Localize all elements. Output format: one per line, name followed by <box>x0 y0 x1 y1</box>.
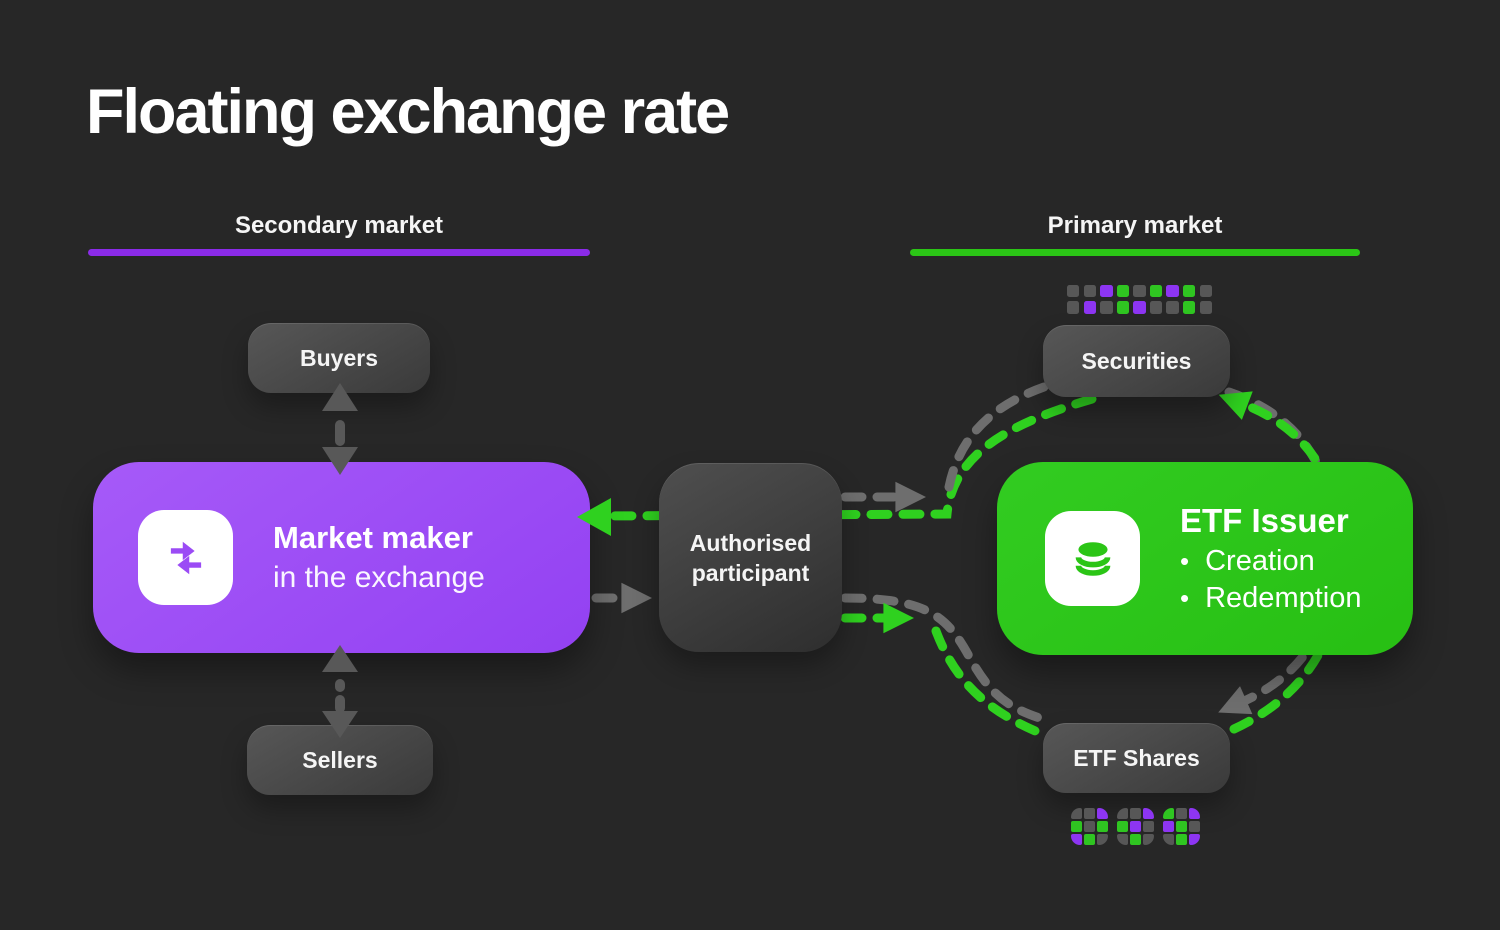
path-participant-to-etfshares-curve <box>931 626 1045 738</box>
pixel-cell <box>1116 301 1130 314</box>
pixel-cell <box>1129 833 1142 845</box>
pixel-cell <box>1071 820 1083 833</box>
pixel-cell <box>1142 808 1154 820</box>
arrow-sellers-marketmaker <box>322 645 358 738</box>
etf-issuer-bullet-label: Creation <box>1205 544 1315 577</box>
etf-issuer-title: ETF Issuer <box>1180 501 1349 539</box>
secondary-market-label: Secondary market <box>234 212 444 239</box>
securities-pixel-strip <box>1067 285 1213 317</box>
buyers-label: Buyers <box>300 344 378 371</box>
pixel-cell <box>1083 285 1096 298</box>
pixel-cell <box>1133 301 1146 314</box>
section-secondary-market: Secondary market <box>88 212 590 256</box>
node-authorised-participant: Authorised participant <box>659 463 842 652</box>
node-etf-shares: ETF Shares <box>1043 723 1230 793</box>
pixel-cell <box>1183 301 1196 314</box>
primary-market-underline <box>910 249 1360 256</box>
pixel-cell <box>1083 833 1096 845</box>
pixel-cell <box>1188 833 1200 845</box>
market-maker-text: Market maker in the exchange <box>273 518 485 598</box>
pixel-cell <box>1188 808 1200 820</box>
pixel-cell <box>1083 301 1096 314</box>
database-icon <box>1045 511 1140 606</box>
path-participant-to-securities-curve <box>944 382 1049 492</box>
etf-shares-grid-1 <box>1071 808 1108 845</box>
securities-pixel-row <box>1067 301 1213 314</box>
secondary-market-underline <box>88 249 590 256</box>
etf-shares-label: ETF Shares <box>1073 744 1200 771</box>
bullet-icon: • <box>1180 582 1190 613</box>
securities-label: Securities <box>1081 347 1192 374</box>
arrowhead-into-marketmaker <box>577 498 611 536</box>
pixel-cell <box>1100 301 1113 314</box>
pixel-cell <box>1083 808 1096 820</box>
pixel-cell <box>1175 833 1188 845</box>
pixel-cell <box>1163 833 1175 845</box>
pixel-cell <box>1163 820 1175 833</box>
pixel-cell <box>1149 285 1163 298</box>
market-maker-subtitle: in the exchange <box>273 560 485 594</box>
pixel-cell <box>1117 820 1129 833</box>
pixel-cell <box>1183 285 1196 298</box>
path-securities-to-marketmaker <box>599 394 1097 521</box>
page-title: Floating exchange rate <box>86 77 730 147</box>
node-etf-issuer: ETF Issuer • Creation • Redemption <box>997 462 1413 655</box>
etf-issuer-text: ETF Issuer • Creation • Redemption <box>1180 501 1361 617</box>
pixel-cell <box>1071 808 1083 820</box>
pixel-cell <box>1129 808 1142 820</box>
section-primary-market: Primary market <box>910 212 1360 256</box>
pixel-cell <box>1096 833 1108 845</box>
node-buyers: Buyers <box>248 323 430 393</box>
node-market-maker: Market maker in the exchange <box>93 462 590 653</box>
pixel-cell <box>1067 285 1080 298</box>
pixel-cell <box>1142 833 1154 845</box>
pixel-cell <box>1129 820 1142 833</box>
node-securities: Securities <box>1043 325 1230 397</box>
pixel-cell <box>1117 833 1129 845</box>
pixel-cell <box>1096 820 1108 833</box>
pixel-cell <box>1163 808 1175 820</box>
pixel-cell <box>1071 833 1083 845</box>
pixel-cell <box>1175 808 1188 820</box>
authorised-participant-label: Authorised participant <box>689 529 812 586</box>
arrow-buyers-marketmaker <box>322 383 358 475</box>
etf-issuer-bullet-creation: • Creation <box>1180 543 1361 580</box>
etf-shares-grid-2 <box>1117 808 1154 845</box>
path-etfshares-to-securities-ring <box>1218 391 1347 734</box>
market-maker-title: Market maker <box>273 519 473 555</box>
sellers-label: Sellers <box>302 746 378 773</box>
pixel-cell <box>1083 820 1096 833</box>
pixel-cell <box>1188 820 1200 833</box>
pixel-cell <box>1142 820 1154 833</box>
pixel-cell <box>1199 285 1213 298</box>
etf-issuer-bullet-label: Redemption <box>1205 581 1362 614</box>
pixel-cell <box>1199 301 1213 314</box>
primary-market-label: Primary market <box>1047 212 1223 239</box>
path-participant-to-etfshares-gray <box>840 593 1054 726</box>
pixel-cell <box>1096 808 1108 820</box>
pixel-cell <box>1116 285 1130 298</box>
pixel-cell <box>1149 301 1163 314</box>
pixel-cell <box>1175 820 1188 833</box>
pixel-cell <box>1067 301 1080 314</box>
etf-shares-grid-3 <box>1163 808 1200 845</box>
pixel-cell <box>1100 285 1113 298</box>
pixel-cell <box>1166 285 1179 298</box>
swap-icon <box>138 510 233 605</box>
bullet-icon: • <box>1180 545 1190 576</box>
pixel-cell <box>1133 285 1146 298</box>
etf-issuer-bullet-redemption: • Redemption <box>1180 580 1361 617</box>
pixel-cell <box>1166 301 1179 314</box>
pixel-cell <box>1117 808 1129 820</box>
securities-pixel-row <box>1067 285 1213 298</box>
